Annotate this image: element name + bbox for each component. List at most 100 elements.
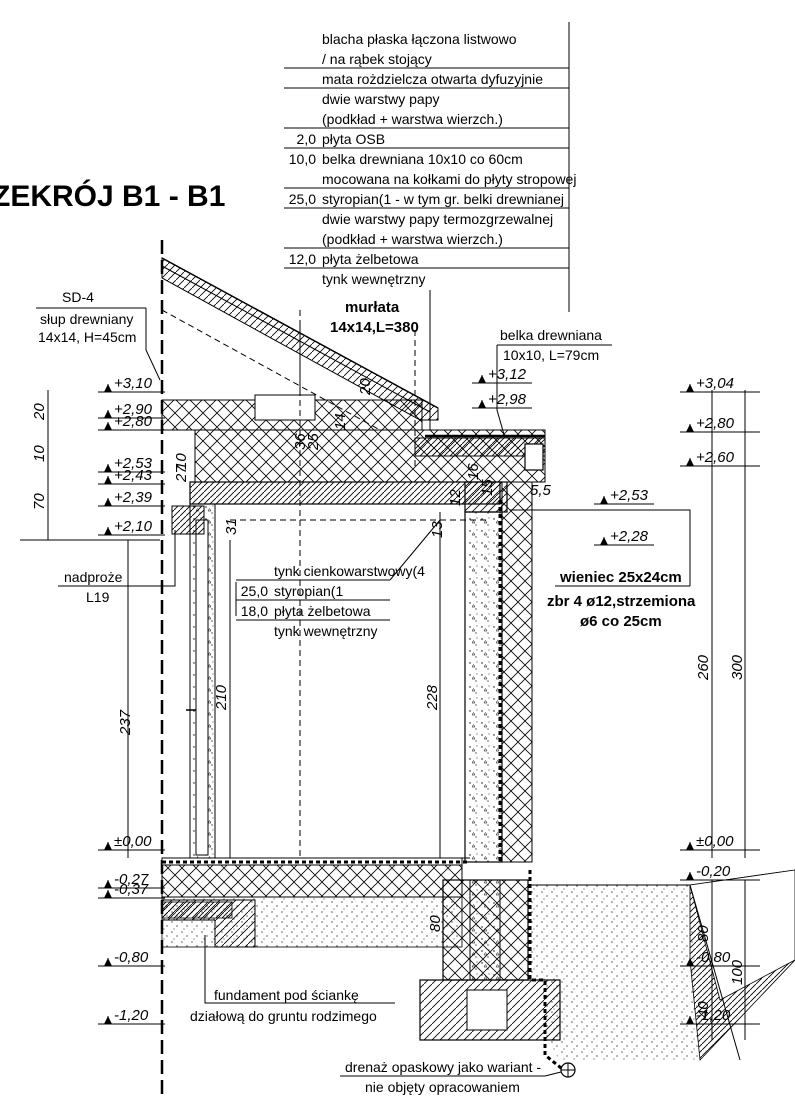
level-marker: -1,20 <box>696 1007 731 1024</box>
svg-text:wieniec 25x24cm: wieniec 25x24cm <box>559 569 682 586</box>
svg-text:14x14,L=380: 14x14,L=380 <box>330 319 419 336</box>
floor-insulation <box>161 864 463 898</box>
level-marker: +2,80 <box>696 415 735 432</box>
dimension-text: 25 <box>305 433 322 451</box>
roof-layer-thickness: 2,0 <box>297 131 317 147</box>
level-marker: +2,28 <box>610 528 649 545</box>
level-marker: +2,10 <box>114 518 153 535</box>
label-drenaz: drenaż opaskowy jako wariant - nie objęt… <box>340 1059 562 1095</box>
level-marker: +2,53 <box>610 487 649 504</box>
ground-fill <box>530 885 700 1060</box>
svg-text:nadproże: nadproże <box>64 569 123 585</box>
external-wall <box>464 511 503 863</box>
level-marker: +2,53 <box>114 455 153 472</box>
ceiling-layer-text: tynk wewnętrzny <box>274 623 377 639</box>
roof-layer-text: / na rąbek stojący <box>322 51 432 67</box>
level-marker: -1,20 <box>114 1007 149 1024</box>
svg-text:słup drewniany: słup drewniany <box>40 311 133 327</box>
level-marker: +3,04 <box>696 375 734 392</box>
svg-text:SD-4: SD-4 <box>62 289 94 305</box>
level-marker: +2,39 <box>114 489 153 506</box>
label-murlata: murłata 14x14,L=380 <box>299 299 419 395</box>
level-marker: +2,43 <box>114 467 153 484</box>
level-marker: -0,37 <box>114 881 149 898</box>
roof-layer-legend: blacha płaska łączona listwowo / na rąbek… <box>284 22 576 430</box>
dimension-text: 14 <box>332 413 349 430</box>
dimension-text: 228 <box>424 684 441 711</box>
level-marker: +2,60 <box>696 449 735 466</box>
svg-text:10x10, L=79cm: 10x10, L=79cm <box>503 347 599 363</box>
ceiling-layer-thickness: 18,0 <box>241 603 268 619</box>
section-title: ZEKRÓJ B1 - B1 <box>0 179 225 213</box>
svg-text:murłata: murłata <box>345 299 400 316</box>
roof-layer-text: dwie warstwy papy <box>322 91 440 107</box>
dimension-text: 5,5 <box>530 482 552 499</box>
svg-text:drenaż opaskowy jako wariant -: drenaż opaskowy jako wariant - <box>345 1059 541 1075</box>
level-marker: -0,27 <box>114 871 149 888</box>
roof-layer-text: tynk wewnętrzny <box>322 271 425 287</box>
roof-layer-text: płyta żelbetowa <box>322 251 419 267</box>
levels-right: +3,04 +2,80 +2,60 ±0,00 -0,20 -0,80 -1,20 <box>680 375 760 1025</box>
dimension-text: 40 <box>695 1001 712 1018</box>
label-nadproze: nadproże L19 <box>58 530 176 605</box>
dimension-text: 260 <box>695 654 712 681</box>
dimension-text: 100 <box>729 959 746 985</box>
svg-text:L19: L19 <box>86 589 110 605</box>
roof-edge-flashing <box>524 443 544 471</box>
svg-text:ø6 co 25cm: ø6 co 25cm <box>580 613 662 630</box>
dimension-text: 13 <box>429 521 446 538</box>
svg-text:nie objęty opracowaniem: nie objęty opracowaniem <box>365 1079 520 1095</box>
roof-layer-text: dwie warstwy papy termozgrzewalnej <box>322 211 553 227</box>
dimension-text: 10 <box>173 453 190 470</box>
dimension-text: 12 <box>447 489 464 506</box>
ceiling-layer-text: tynk cienkowarstwowy(4 <box>274 563 425 579</box>
dimension-text: 15 <box>479 479 496 496</box>
svg-text:belka drewniana: belka drewniana <box>500 327 602 343</box>
dimension-text: 27 <box>173 465 190 483</box>
label-fundament: fundament pod ściankę działową do gruntu… <box>190 935 395 1024</box>
dimension-text: 237 <box>117 709 134 736</box>
ceiling-layer-text: płyta żelbetowa <box>274 603 371 619</box>
roof-layer-thickness: 10,0 <box>289 151 316 167</box>
wall-insulation <box>501 481 533 863</box>
ceiling-layer-thickness: 25,0 <box>241 583 268 599</box>
door-frame <box>195 519 209 856</box>
dimension-text: 300 <box>729 654 746 680</box>
levels-left: +3,10 +2,90+2,80 +2,53+2,43 +2,39 +2,10 ±0,00… <box>98 375 165 1025</box>
roof-layer-text: płyta OSB <box>322 131 385 147</box>
dimension-lines <box>20 390 746 1040</box>
level-marker: -0,80 <box>696 949 731 966</box>
level-marker: +2,90 <box>114 401 153 418</box>
level-marker: +2,80 <box>114 413 153 430</box>
svg-text:działową do gruntu rodzimego: działową do gruntu rodzimego <box>190 1008 377 1024</box>
dimension-text: 10 <box>31 445 48 462</box>
roof-layer-text: (podkład + warstwa wierzch.) <box>322 111 503 127</box>
dimension-text: 80 <box>695 925 712 942</box>
level-marker: ±0,00 <box>696 833 734 850</box>
dimension-text: 16 <box>465 463 482 480</box>
roof-layer-text: belka drewniana 10x10 co 60cm <box>322 151 523 167</box>
level-marker: -0,20 <box>696 863 731 880</box>
dimension-text: 36 <box>292 433 309 450</box>
roof-layer-thickness: 25,0 <box>289 191 316 207</box>
dimension-text: 31 <box>223 518 240 535</box>
level-marker: ±0,00 <box>114 833 152 850</box>
level-marker: +2,98 <box>488 391 527 408</box>
lintel <box>171 505 205 535</box>
levels-mid: +3,12 +2,98 +2,53 +2,28 <box>472 366 654 546</box>
svg-text:zbr 4 ø12,strzemiona: zbr 4 ø12,strzemiona <box>547 593 696 610</box>
roof-layer-text: (podkład + warstwa wierzch.) <box>322 231 503 247</box>
level-marker: +3,12 <box>488 366 527 383</box>
roof-layer-text: mocowana na kołkami do płyty stropowej <box>322 171 576 187</box>
label-belka: belka drewniana 10x10, L=79cm <box>496 327 612 439</box>
label-sd4: SD-4 słup drewniany 14x14, H=45cm <box>36 289 161 381</box>
level-marker: +3,10 <box>114 375 153 392</box>
roof-layer-text: mata rożdzielcza otwarta dyfuzyjnie <box>322 71 543 87</box>
roof-layer-text: blacha płaska łączona listwowo <box>322 31 517 47</box>
dimension-text: 20 <box>31 403 48 421</box>
dimension-text: 80 <box>427 915 444 932</box>
label-wieniec: wieniec 25x24cm zbr 4 ø12,strzemiona ø6 … <box>510 509 696 630</box>
roof-layer-thickness: 12,0 <box>289 251 316 267</box>
